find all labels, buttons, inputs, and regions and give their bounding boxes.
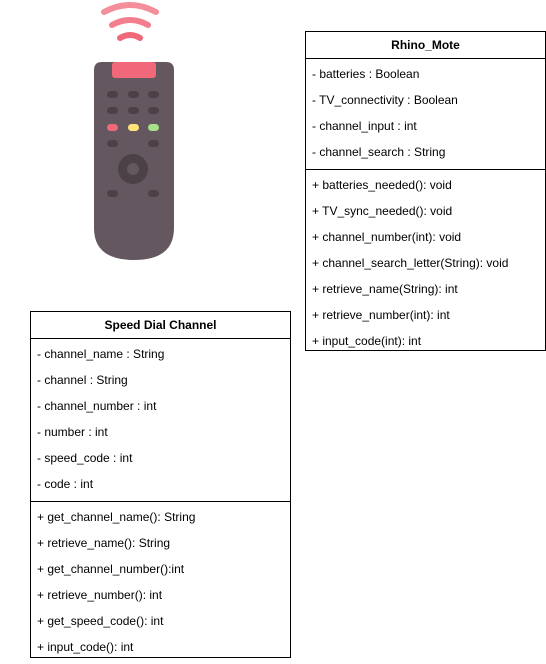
method-row: + channel_number(int): void	[312, 230, 462, 244]
yellow-button	[128, 124, 139, 131]
class-title: Rhino_Mote	[306, 32, 545, 59]
attribute-row: - code : int	[37, 477, 94, 491]
attribute-row: - number : int	[37, 425, 108, 439]
attributes-section: - channel_name : String - channel : Stri…	[31, 339, 290, 501]
class-speed-dial-channel[interactable]: Speed Dial Channel - channel_name : Stri…	[30, 311, 291, 658]
method-row: + retrieve_number(int): int	[312, 308, 450, 322]
method-row: + retrieve_name(String): int	[312, 282, 458, 296]
class-rhino-mote[interactable]: Rhino_Mote - batteries : Boolean - TV_co…	[305, 31, 546, 351]
remote-buttons	[107, 91, 159, 197]
attribute-row: - channel_name : String	[37, 347, 165, 361]
attribute-row: - speed_code : int	[37, 451, 133, 465]
methods-section: + batteries_needed(): void + TV_sync_nee…	[306, 169, 545, 358]
methods-section: + get_channel_name(): String + retrieve_…	[31, 501, 290, 664]
red-button	[107, 124, 118, 131]
attribute-row: - channel_search : String	[312, 145, 446, 159]
remote-top-cap	[112, 62, 156, 78]
method-row: + batteries_needed(): void	[312, 178, 452, 192]
green-button	[148, 124, 159, 131]
method-row: + TV_sync_needed(): void	[312, 204, 453, 218]
dpad-center	[127, 163, 139, 175]
attribute-row: - TV_connectivity : Boolean	[312, 93, 458, 107]
class-title: Speed Dial Channel	[31, 312, 290, 339]
method-row: + input_code(): int	[37, 640, 134, 654]
attributes-section: - batteries : Boolean - TV_connectivity …	[306, 59, 545, 169]
method-row: + get_channel_name(): String	[37, 510, 196, 524]
method-row: + retrieve_number(): int	[37, 588, 163, 602]
method-row: + channel_search_letter(String): void	[312, 256, 509, 270]
method-row: + input_code(int): int	[312, 334, 422, 348]
tv-remote-icon	[94, 2, 174, 260]
signal-waves-icon	[101, 2, 159, 41]
attribute-row: - channel_number : int	[37, 399, 157, 413]
method-row: + get_channel_number():int	[37, 562, 185, 576]
attribute-row: - batteries : Boolean	[312, 67, 420, 81]
method-row: + retrieve_name(): String	[37, 536, 171, 550]
attribute-row: - channel : String	[37, 373, 128, 387]
method-row: + get_speed_code(): int	[37, 614, 164, 628]
attribute-row: - channel_input : int	[312, 119, 417, 133]
